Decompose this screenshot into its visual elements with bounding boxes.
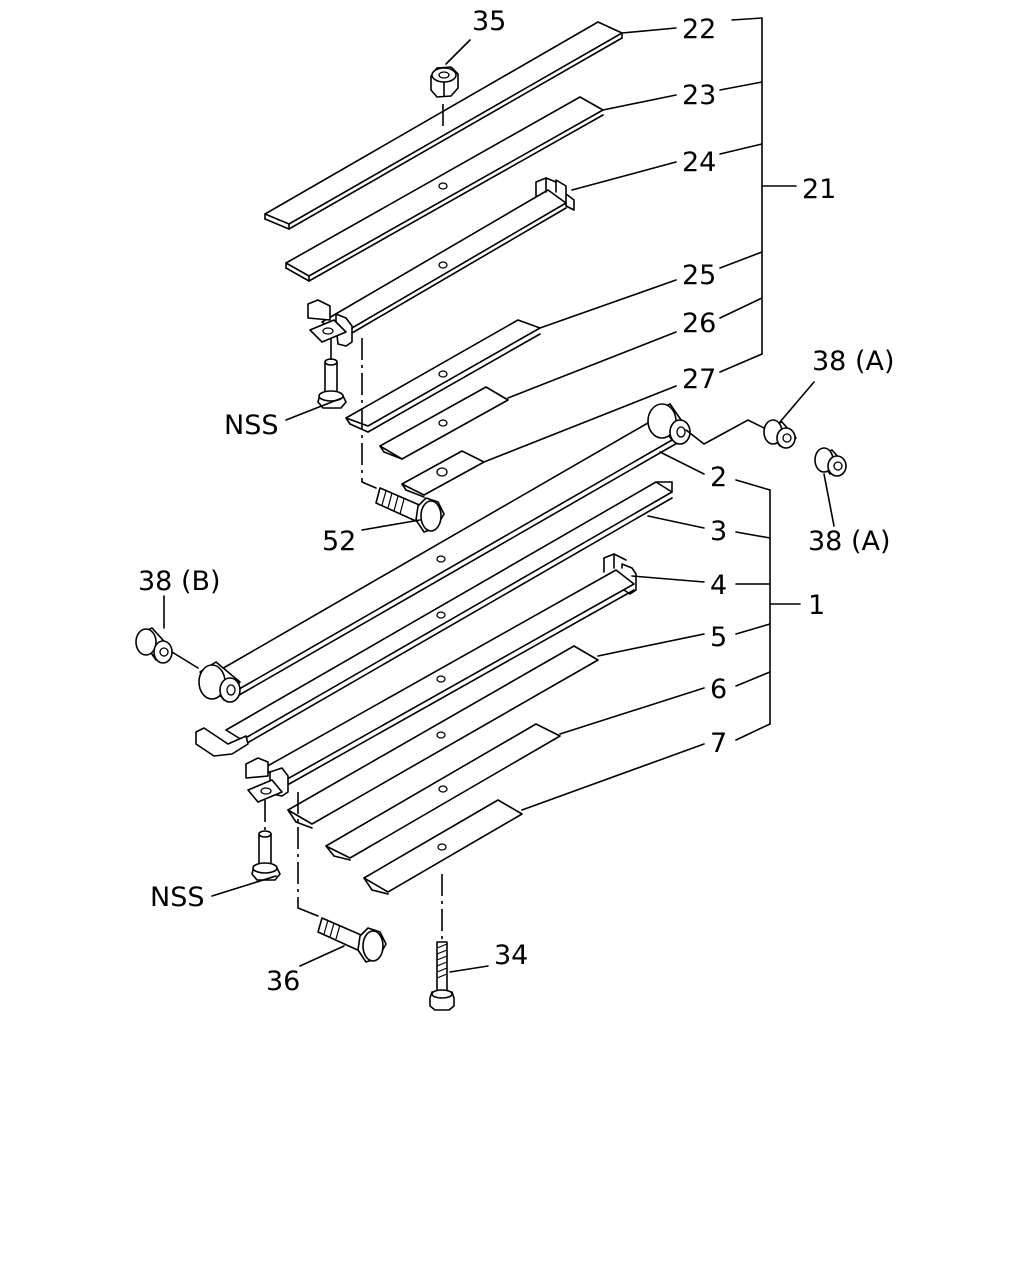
label-3: 3 <box>710 516 727 547</box>
label-2: 2 <box>710 462 727 493</box>
leaf-24 <box>307 177 575 347</box>
bushing-38a-top <box>763 419 797 449</box>
bolt-52 <box>375 487 445 533</box>
leaf-3 <box>195 481 673 757</box>
nss-bolt-lower <box>251 830 281 881</box>
bushing-38b <box>135 627 173 664</box>
label-38a-top: 38 (A) <box>812 346 894 377</box>
label-6: 6 <box>710 674 727 705</box>
label-22: 22 <box>682 14 716 45</box>
label-5: 5 <box>710 622 727 653</box>
leaf-6 <box>325 723 561 861</box>
label-25: 25 <box>682 260 716 291</box>
bushing-38a-bottom <box>814 447 847 477</box>
label-7: 7 <box>710 728 727 759</box>
nss-bolt-upper <box>317 358 347 409</box>
label-4: 4 <box>710 570 727 601</box>
label-nss-bottom: NSS <box>150 882 204 913</box>
bracket-21 <box>719 17 797 373</box>
leaf-4 <box>245 553 637 803</box>
label-23: 23 <box>682 80 716 111</box>
label-38b: 38 (B) <box>138 566 221 597</box>
label-36: 36 <box>266 966 300 997</box>
label-nss-top: NSS <box>224 410 278 441</box>
leaf-2 <box>198 403 691 703</box>
label-21: 21 <box>802 174 836 205</box>
leaf-26 <box>379 386 509 460</box>
label-1: 1 <box>808 590 825 621</box>
bolt-36 <box>317 917 387 963</box>
label-35: 35 <box>472 6 506 37</box>
nut-35 <box>430 66 459 98</box>
label-26: 26 <box>682 308 716 339</box>
center-bolt-34 <box>429 941 455 1011</box>
label-34: 34 <box>494 940 528 971</box>
leader-lines <box>163 27 835 973</box>
leaf-5 <box>287 645 599 829</box>
leaf-7 <box>363 799 523 895</box>
leaf-27 <box>401 450 485 498</box>
label-38a-bottom: 38 (A) <box>808 526 890 557</box>
bracket-1 <box>735 479 801 741</box>
label-27: 27 <box>682 364 716 395</box>
label-52: 52 <box>322 526 356 557</box>
label-24: 24 <box>682 147 716 178</box>
